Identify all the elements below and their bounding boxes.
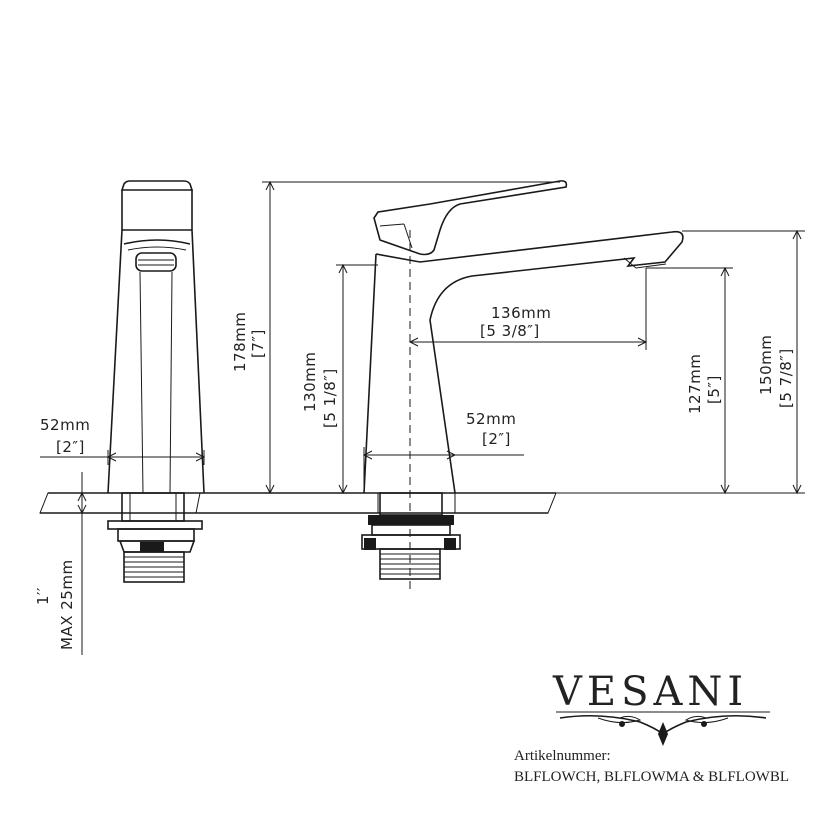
dim-5-1-8in: [5 1/8″] bbox=[321, 368, 339, 428]
dimension-lines bbox=[40, 180, 805, 655]
dim-2in-side: [2″] bbox=[482, 430, 511, 448]
dim-5in: [5″] bbox=[705, 375, 723, 404]
side-view-faucet bbox=[361, 180, 684, 590]
article-label: Artikelnummer: bbox=[514, 748, 611, 764]
dim-178mm: 178mm bbox=[231, 312, 249, 372]
countertop bbox=[39, 492, 557, 514]
dim-150mm: 150mm bbox=[757, 335, 775, 395]
ornament-flourish bbox=[556, 711, 770, 746]
dim-5-3-8in: [5 3/8″] bbox=[480, 322, 540, 340]
dim-52mm-side: 52mm bbox=[466, 410, 516, 428]
brand-logo: VESANI bbox=[552, 669, 748, 715]
dim-52mm-front: 52mm bbox=[40, 416, 90, 434]
dimension-labels: 178mm [7″] 130mm [5 1/8″] 136mm [5 3/8″]… bbox=[34, 304, 795, 650]
dim-136mm: 136mm bbox=[491, 304, 551, 322]
brand-block: VESANI Artikelnummer: BLFLOWCH, BLFLOWMA… bbox=[514, 669, 789, 785]
dim-7in: [7″] bbox=[249, 329, 267, 358]
article-numbers: BLFLOWCH, BLFLOWMA & BLFLOWBL bbox=[514, 769, 789, 785]
dim-thread-size: 1′′ bbox=[34, 587, 52, 605]
dim-130mm: 130mm bbox=[301, 352, 319, 412]
dim-2in-front: [2″] bbox=[56, 438, 85, 456]
dim-max-25mm: MAX 25mm bbox=[58, 559, 76, 650]
dim-127mm: 127mm bbox=[686, 354, 704, 414]
front-view-faucet bbox=[107, 180, 205, 583]
dim-5-7-8in: [5 7/8″] bbox=[777, 348, 795, 408]
